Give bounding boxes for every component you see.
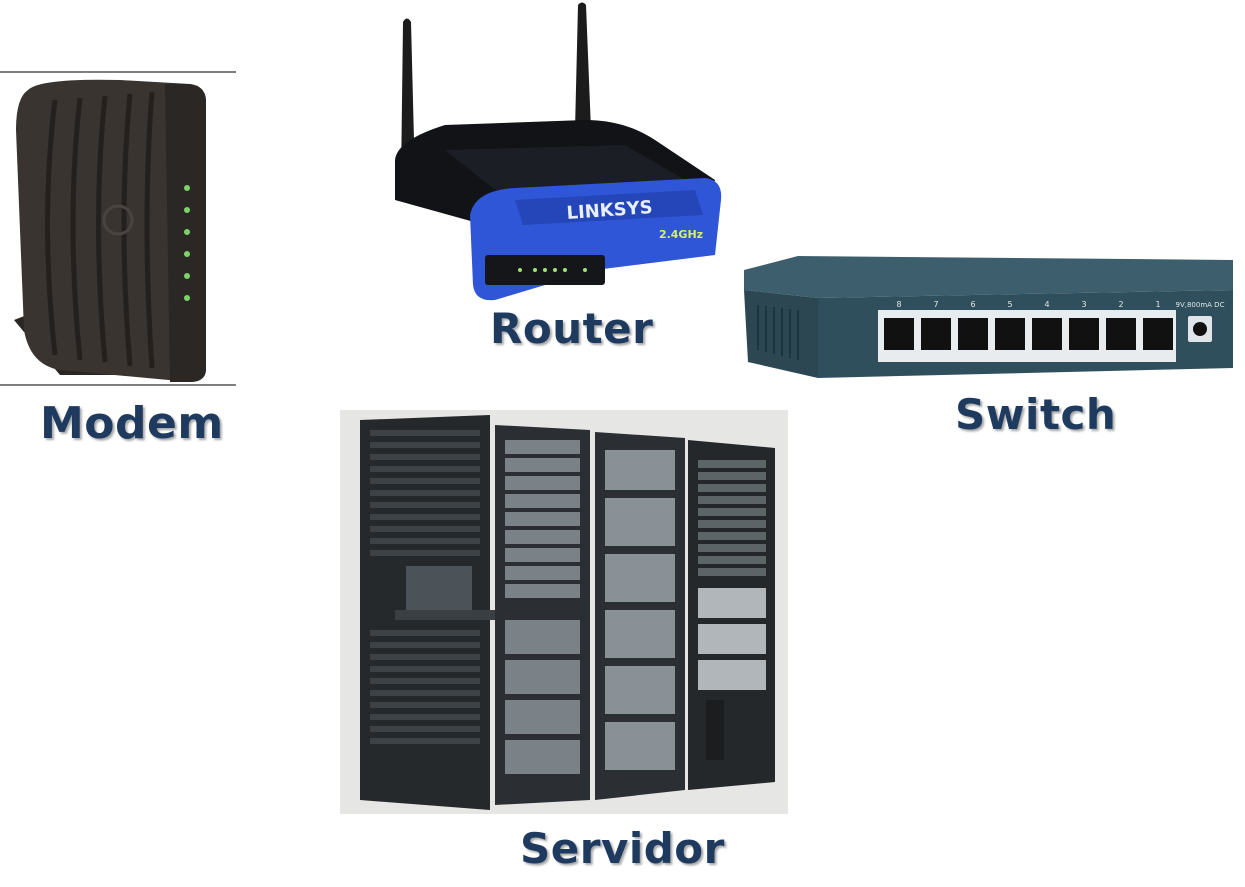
router-illustration: LINKSYS 2.4GHz <box>395 2 722 301</box>
switch-port <box>884 318 914 350</box>
switch-top <box>744 256 1233 298</box>
modem-illustration <box>0 71 236 386</box>
server-label: Servidor <box>520 824 725 873</box>
switch-port <box>1069 318 1099 350</box>
switch-port-row <box>884 318 1173 350</box>
switch-port <box>1032 318 1062 350</box>
switch-label: Switch <box>955 390 1117 439</box>
switch-port-numbers: 8 7 6 5 4 3 2 1 <box>896 300 1160 309</box>
router-antenna-right <box>575 2 591 130</box>
switch-port <box>1143 318 1173 350</box>
router-band-text: 2.4GHz <box>659 228 703 241</box>
switch-port <box>1106 318 1136 350</box>
rack-panel <box>706 700 724 760</box>
switch-image: 8 7 6 5 4 3 2 1 9V,800mA DC <box>738 250 1238 385</box>
switch-port <box>995 318 1025 350</box>
rack-console-keyboard <box>395 610 495 620</box>
router-leds <box>518 268 587 272</box>
switch-illustration: 8 7 6 5 4 3 2 1 9V,800mA DC <box>744 256 1233 378</box>
modem-label: Modem <box>40 398 224 449</box>
rack-drives <box>698 588 766 690</box>
switch-port-number: 7 <box>933 300 938 309</box>
switch-port-number: 3 <box>1081 300 1086 309</box>
router-brand-strip <box>515 190 703 225</box>
server-illustration <box>360 415 775 810</box>
switch-port-number: 8 <box>896 300 901 309</box>
power-jack-icon <box>1193 322 1207 336</box>
rack-slots <box>370 430 480 744</box>
rack-drives <box>605 450 675 770</box>
modem-image <box>0 70 238 388</box>
modem-logo-icon <box>102 204 134 236</box>
rack-slots <box>698 460 766 576</box>
router-image: LINKSYS 2.4GHz <box>385 0 725 310</box>
switch-port <box>958 318 988 350</box>
router-label: Router <box>490 304 654 353</box>
rack-console-screen <box>406 566 472 612</box>
modem-grooves <box>45 91 155 369</box>
rack-drives <box>505 440 580 774</box>
switch-port-number: 1 <box>1155 300 1160 309</box>
router-top-vent <box>445 145 685 190</box>
switch-port-number: 4 <box>1044 300 1049 309</box>
server-image <box>340 410 788 814</box>
switch-side-vents <box>757 305 799 360</box>
switch-power-text: 9V,800mA DC <box>1176 301 1225 309</box>
switch-port-number: 2 <box>1118 300 1123 309</box>
switch-port-number: 6 <box>970 300 975 309</box>
switch-port-number: 5 <box>1007 300 1012 309</box>
switch-port <box>921 318 951 350</box>
modem-leds <box>184 185 190 301</box>
